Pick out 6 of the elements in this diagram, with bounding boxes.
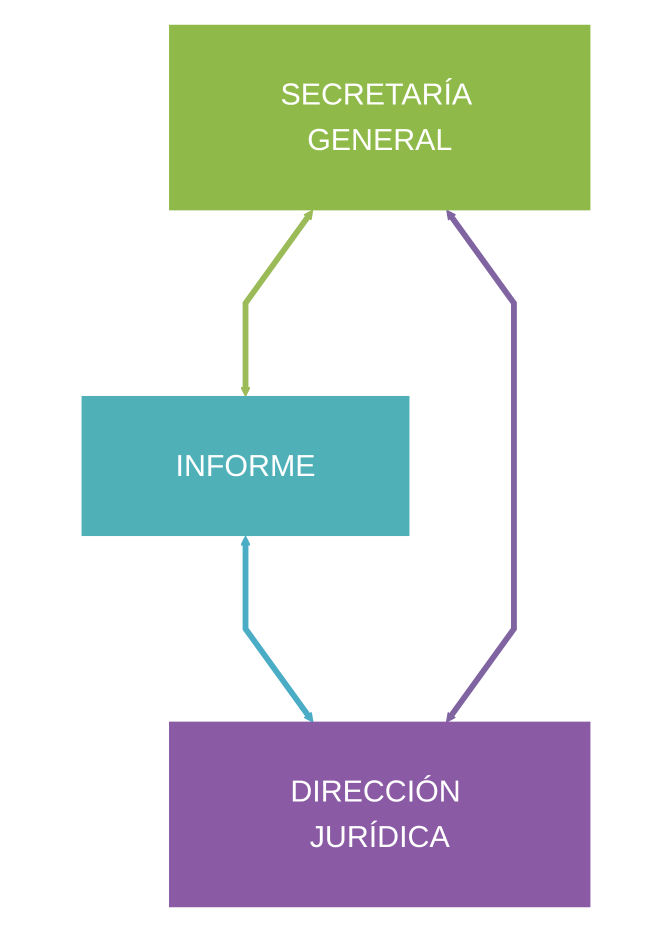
arrow [240, 209, 314, 396]
node-box: SECRETARÍA GENERAL [169, 24, 590, 210]
arrow [446, 209, 517, 722]
node-box: INFORME [82, 395, 410, 536]
node-box: DIRECCIÓN JURÍDICA [169, 721, 590, 907]
arrow [240, 534, 314, 722]
